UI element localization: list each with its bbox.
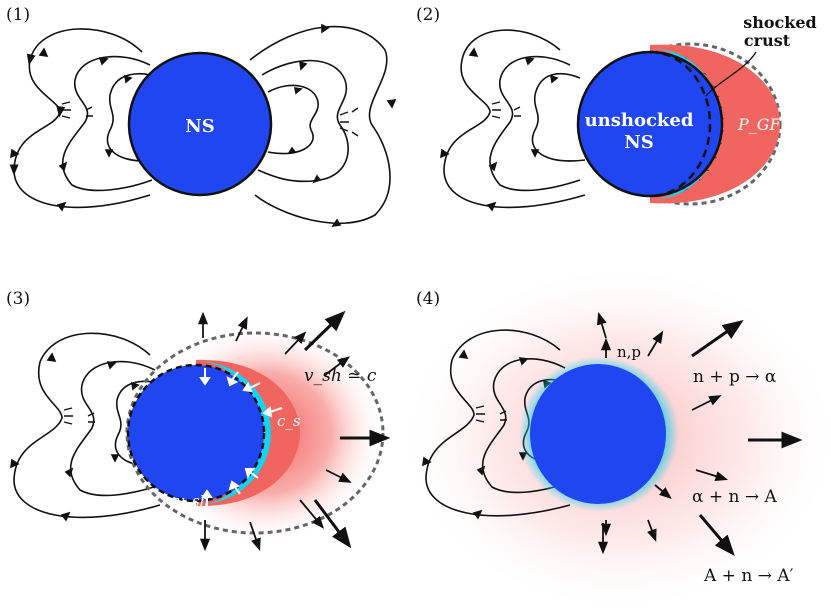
- panel-number: (1): [6, 5, 30, 25]
- panel-4: (4): [400, 263, 831, 613]
- reaction-1: n + p → α: [693, 367, 777, 387]
- unshocked-label: unshocked: [585, 110, 694, 131]
- panel-number: (4): [416, 289, 440, 309]
- crust-label: crust: [744, 31, 791, 50]
- reconnection-ticks: [61, 101, 359, 137]
- ns-label: NS: [624, 132, 653, 153]
- outward-arrows: [596, 311, 803, 557]
- crust-pointer: [705, 51, 757, 97]
- shock-boundary-dashed: [649, 50, 712, 198]
- neutron-star: [126, 363, 266, 503]
- panel-number: (3): [6, 289, 30, 309]
- vsh-label: v_sh: [176, 492, 209, 510]
- field-lines-left: [9, 28, 161, 212]
- panel-3: (3): [6, 289, 391, 552]
- np-label: n,p: [617, 343, 641, 361]
- neutron-star: [127, 51, 273, 197]
- reconnection-ticks: [475, 405, 507, 423]
- field-lines-right: [249, 23, 397, 228]
- reaction-3: A + n → A′: [703, 566, 794, 586]
- shock-speed-label: v_sh ≃ c: [304, 366, 377, 386]
- inward-arrows: [199, 368, 283, 506]
- field-lines-left: [440, 29, 586, 212]
- panel-number: (2): [416, 5, 440, 25]
- pressure-label: P_GF: [737, 115, 782, 134]
- panel-2: (2): [416, 5, 817, 212]
- reconnection-ticks: [491, 101, 521, 119]
- shocked-label: shocked: [743, 13, 817, 32]
- outward-arrows: [197, 310, 391, 552]
- ns-label: NS: [185, 116, 214, 137]
- field-lines-left: [10, 332, 166, 522]
- sound-speed-label: c_s: [277, 412, 301, 430]
- reaction-2: α + n → A: [692, 487, 778, 507]
- reconnection-ticks: [63, 407, 95, 425]
- panel-1: (1): [6, 5, 397, 228]
- neutron-star: [530, 364, 666, 504]
